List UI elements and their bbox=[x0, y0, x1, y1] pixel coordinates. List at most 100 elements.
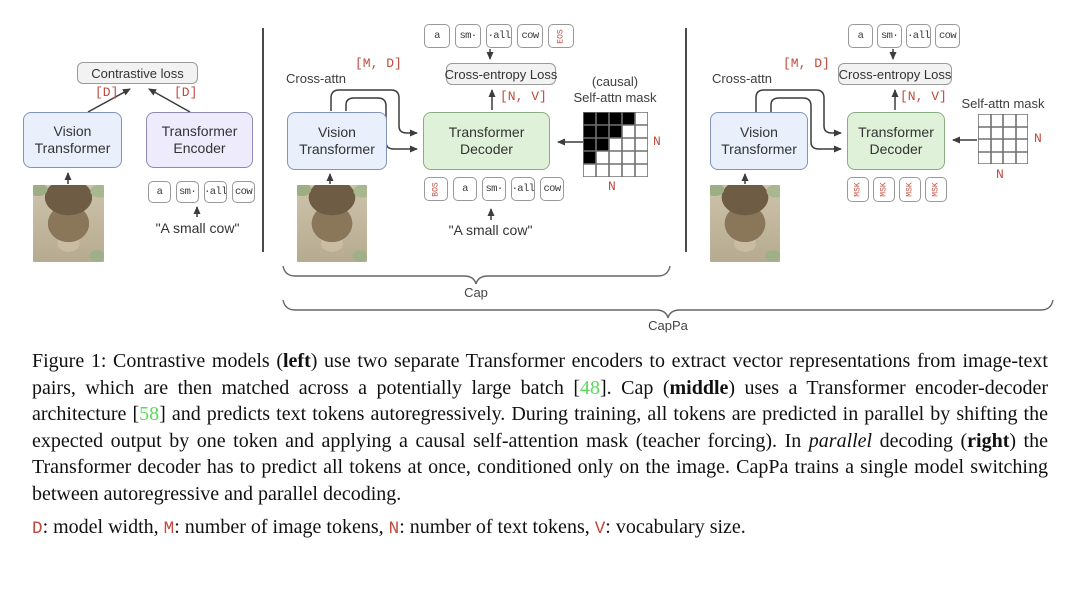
mask-cell bbox=[978, 126, 991, 139]
mask-cell bbox=[990, 114, 1003, 127]
mask-cell bbox=[1015, 139, 1028, 152]
token-cow: cow bbox=[935, 24, 960, 48]
token-MSK: MSK bbox=[925, 177, 947, 202]
vision-transformer-box-middle: Vision Transformer bbox=[287, 112, 387, 170]
mask-cell-masked bbox=[583, 151, 596, 164]
token-cow: cow bbox=[540, 177, 564, 201]
mask-cell-masked bbox=[609, 125, 622, 138]
parallel-self-attn-mask-grid bbox=[978, 114, 1028, 164]
mask-cell-masked bbox=[622, 112, 635, 125]
mask-cell-masked bbox=[583, 138, 596, 151]
vision-transformer-box-left: Vision Transformer bbox=[23, 112, 122, 168]
mask-cell bbox=[990, 151, 1003, 164]
mask-cell-masked bbox=[596, 125, 609, 138]
mask-cell bbox=[1003, 151, 1016, 164]
mask-cell bbox=[1015, 151, 1028, 164]
mask-cell bbox=[635, 164, 648, 177]
dim-label-d-left: [D] bbox=[95, 85, 119, 100]
mask-cell-masked bbox=[583, 112, 596, 125]
mask-cell bbox=[1015, 114, 1028, 127]
cross-attn-label-middle: Cross-attn bbox=[286, 71, 346, 86]
token-·all: ·all bbox=[906, 24, 931, 48]
cow-image-middle bbox=[297, 185, 367, 262]
vision-transformer-box-right: Vision Transformer bbox=[710, 112, 808, 170]
text-quote-middle: "A small cow" bbox=[448, 222, 533, 238]
token-sm·: sm· bbox=[482, 177, 506, 201]
mask-cell bbox=[622, 138, 635, 151]
token-·all: ·all bbox=[204, 181, 227, 203]
figure-caption: Figure 1: Contrastive models (left) use … bbox=[32, 348, 1048, 541]
mask-cell bbox=[583, 164, 596, 177]
nv-dim-label-middle: [N, V] bbox=[500, 89, 547, 104]
token-cow: cow bbox=[232, 181, 255, 203]
n-label-mask-side-right: N bbox=[1034, 131, 1042, 146]
dim-label-d-right: [D] bbox=[174, 85, 198, 100]
md-dim-label-middle: [M, D] bbox=[355, 56, 402, 71]
mask-cell bbox=[1003, 126, 1016, 139]
token-sm·: sm· bbox=[455, 24, 481, 48]
n-label-mask-bottom-right: N bbox=[996, 167, 1004, 182]
n-label-mask-side-middle: N bbox=[653, 134, 661, 149]
token-MSK: MSK bbox=[847, 177, 869, 202]
mask-cell bbox=[609, 164, 622, 177]
mask-cell-masked bbox=[596, 138, 609, 151]
mask-cell bbox=[978, 114, 991, 127]
token-sm·: sm· bbox=[176, 181, 199, 203]
cap-brace-label: Cap bbox=[464, 285, 488, 300]
contrastive-loss-box: Contrastive loss bbox=[77, 62, 198, 84]
figure-1-diagram: Contrastive loss [D] [D] Vision Transfor… bbox=[23, 24, 1054, 333]
mask-cell bbox=[1015, 126, 1028, 139]
token-a: a bbox=[453, 177, 477, 201]
token-BOS: BOS bbox=[424, 177, 448, 201]
token-·all: ·all bbox=[486, 24, 512, 48]
self-attn-mask-label-right: Self-attn mask bbox=[961, 96, 1045, 111]
token-cow: cow bbox=[517, 24, 543, 48]
cow-image-right bbox=[710, 185, 780, 262]
mask-cell bbox=[635, 151, 648, 164]
md-dim-label-right: [M, D] bbox=[783, 56, 830, 71]
connector-lines-and-braces bbox=[64, 28, 1054, 319]
mask-cell bbox=[596, 151, 609, 164]
figure-caption-legend: D: model width, M: number of image token… bbox=[32, 515, 746, 539]
n-label-mask-bottom-middle: N bbox=[608, 179, 616, 194]
token-sm·: sm· bbox=[877, 24, 902, 48]
nv-dim-label-right: [N, V] bbox=[900, 89, 947, 104]
transformer-decoder-box-right: Transformer Decoder bbox=[847, 112, 945, 170]
text-quote-left: "A small cow" bbox=[155, 220, 240, 236]
mask-cell bbox=[622, 151, 635, 164]
token-a: a bbox=[848, 24, 873, 48]
cow-image-left bbox=[33, 185, 104, 262]
mask-cell bbox=[635, 112, 648, 125]
mask-cell bbox=[609, 151, 622, 164]
mask-cell-masked bbox=[583, 125, 596, 138]
mask-cell bbox=[635, 125, 648, 138]
token-EOS: EOS bbox=[548, 24, 574, 48]
mask-cell-masked bbox=[596, 112, 609, 125]
causal-mask-label-line1: (causal) bbox=[591, 74, 639, 89]
transformer-decoder-box-middle: Transformer Decoder bbox=[423, 112, 550, 170]
mask-cell bbox=[990, 139, 1003, 152]
figure-caption-text: Figure 1: Contrastive models (left) use … bbox=[32, 350, 1048, 505]
token-MSK: MSK bbox=[899, 177, 921, 202]
token-MSK: MSK bbox=[873, 177, 895, 202]
mask-cell bbox=[1003, 139, 1016, 152]
cross-entropy-loss-box-right: Cross-entropy Loss bbox=[838, 63, 952, 85]
mask-cell bbox=[596, 164, 609, 177]
cross-attn-label-right: Cross-attn bbox=[712, 71, 772, 86]
mask-cell bbox=[1003, 114, 1016, 127]
causal-self-attn-mask-grid bbox=[583, 112, 648, 177]
mask-cell bbox=[609, 138, 622, 151]
mask-cell bbox=[978, 151, 991, 164]
token-a: a bbox=[424, 24, 450, 48]
cappa-brace-label: CapPa bbox=[648, 318, 688, 333]
mask-cell bbox=[622, 125, 635, 138]
mask-cell-masked bbox=[609, 112, 622, 125]
transformer-encoder-box: Transformer Encoder bbox=[146, 112, 253, 168]
mask-cell bbox=[978, 139, 991, 152]
token-a: a bbox=[148, 181, 171, 203]
